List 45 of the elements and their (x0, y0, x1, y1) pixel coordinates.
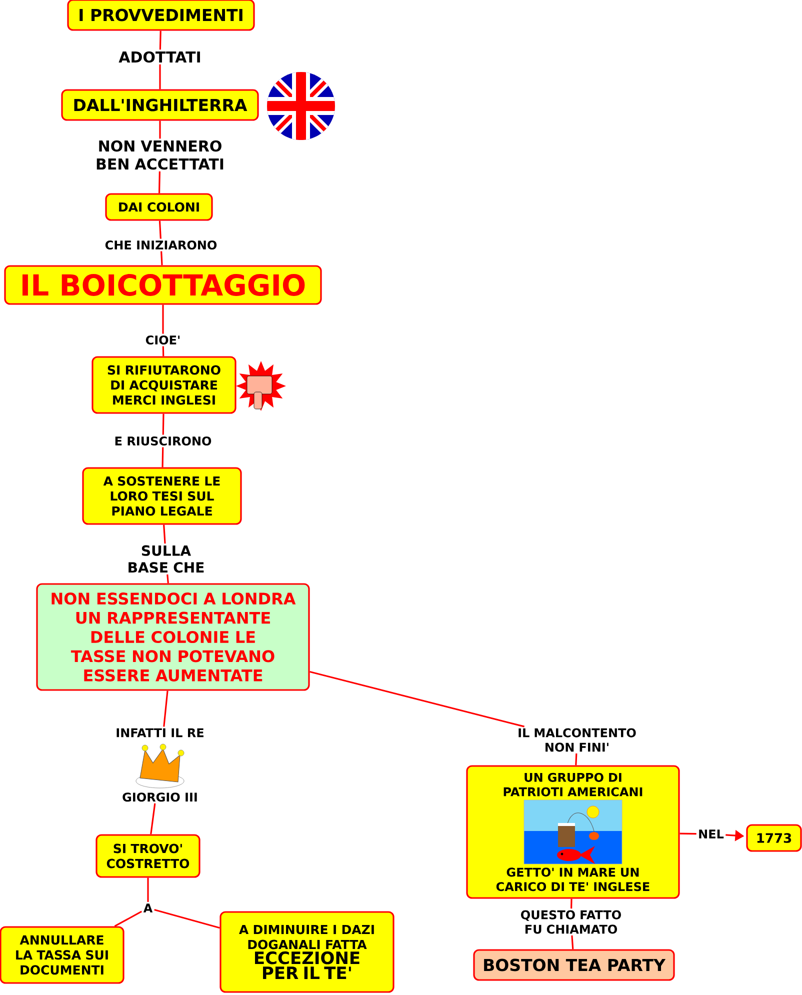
concept-box: ANNULLARE LA TASSA SUI DOCUMENTI (0, 926, 124, 984)
concept-box: BOSTON TEA PARTY (473, 949, 675, 981)
connector (166, 574, 169, 584)
connector (680, 832, 696, 835)
connector (310, 671, 525, 728)
connector (571, 935, 574, 950)
concept-box: IL BOICOTTAGGIO (4, 265, 322, 305)
connector (162, 346, 164, 356)
crown-label: INFATTI IL RE GIORGIO III (116, 728, 204, 802)
linking-phrase: A (143, 904, 153, 912)
concept-box: SI RIFIUTARONO DI ACQUISTARE MERCI INGLESI (92, 356, 236, 414)
connector (158, 171, 160, 194)
connector (114, 910, 142, 927)
linking-phrase: NON VENNERO BEN ACCETTATI (96, 140, 224, 170)
linking-phrase: NEL (699, 830, 724, 838)
connector (163, 690, 168, 727)
connector (575, 753, 578, 766)
connector (158, 220, 162, 239)
concept-box: DALL'INGHILTERRA (61, 89, 259, 121)
linking-phrase: SULLA BASE CHE (128, 545, 204, 573)
connector (570, 898, 572, 909)
connector (162, 447, 164, 468)
concept-box: SI TROVO' COSTRETTO (96, 834, 200, 878)
connector (163, 524, 166, 544)
linking-phrase: CIOE' (146, 335, 180, 345)
connector (159, 120, 161, 139)
concept-box: NON ESSENDOCI A LONDRA UN RAPPRESENTANTE DELLE COLONIE LE TASSE NON POTEVANO ESSERE AUMENTATE (36, 583, 310, 691)
linking-phrase: E RIUSCIRONO (115, 436, 212, 446)
concept-box: DAI COLONI (105, 193, 213, 221)
connector (150, 803, 156, 834)
concept-box: A DIMINUIRE I DAZI DOGANALI FATTA ECCEZIONE PER IL TE' (220, 911, 394, 993)
connector (159, 64, 161, 90)
connector (162, 414, 164, 435)
concept-box: I PROVVEDIMENTI (67, 0, 255, 31)
linking-phrase: IL MALCONTENTO NON FINI' (518, 728, 636, 752)
connector (162, 304, 164, 334)
connector (160, 251, 163, 266)
connector (147, 878, 149, 902)
linking-phrase: QUESTO FATTO FU CHIAMATO (521, 910, 621, 934)
connector (154, 908, 220, 929)
linking-phrase: CHE INIZIARONO (105, 240, 217, 250)
concept-box: 1773 (746, 824, 802, 852)
connector (159, 30, 162, 50)
linking-phrase: ADOTTATI (118, 51, 200, 63)
concept-box: A SOSTENERE LE LORO TESI SUL PIANO LEGALE (82, 467, 242, 525)
